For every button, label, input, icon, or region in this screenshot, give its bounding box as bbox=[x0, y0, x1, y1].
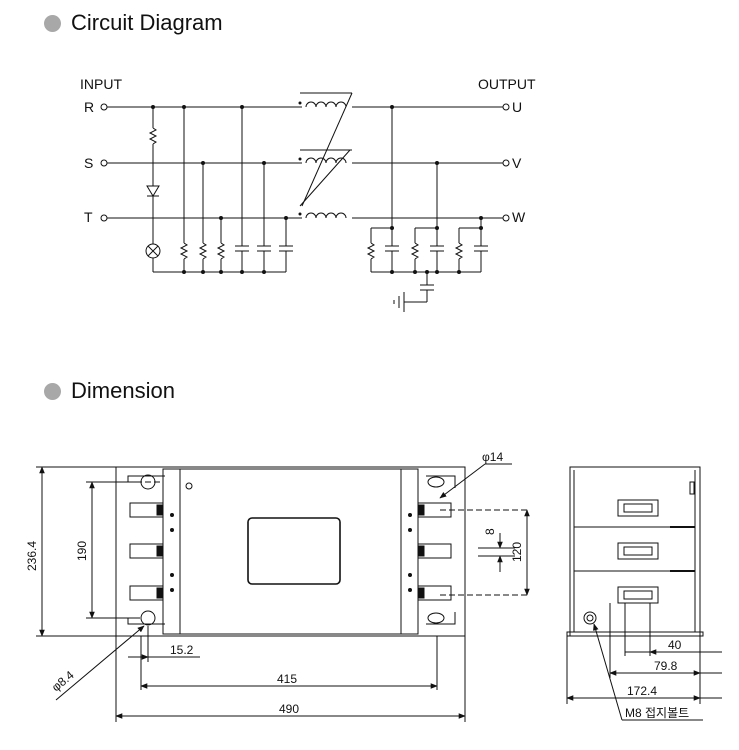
circuit-diagram: INPUT OUTPUT R S T U V W bbox=[80, 76, 536, 312]
dim-hole-offset: 15.2 bbox=[170, 643, 194, 657]
output-terminal-studs bbox=[417, 502, 452, 601]
input-terminal-r-label: R bbox=[84, 99, 94, 115]
output-terminal-u-label: U bbox=[512, 99, 522, 115]
front-view bbox=[36, 463, 530, 722]
mounting-hole-icon bbox=[140, 610, 156, 626]
side-body bbox=[569, 466, 701, 637]
terminal-u-icon bbox=[502, 103, 510, 111]
ground-bolt-label: M8 접지볼트 bbox=[625, 706, 689, 720]
input-terminal-block bbox=[162, 468, 181, 635]
input-resistor-bank bbox=[179, 107, 226, 272]
base-plate bbox=[115, 466, 466, 637]
input-terminal-studs bbox=[129, 502, 164, 601]
dim-hole-diameter: φ8.4 bbox=[49, 668, 77, 695]
side-terminal-icon bbox=[617, 499, 659, 517]
ground-bolt-icon bbox=[583, 611, 597, 625]
output-terminal-v-label: V bbox=[512, 155, 522, 171]
circuit-section-header: Circuit Diagram bbox=[44, 10, 223, 36]
input-capacitor-bank bbox=[235, 107, 293, 272]
dim-terminal-diameter: φ14 bbox=[482, 450, 503, 464]
dim-terminal-thread: 8 bbox=[483, 528, 497, 535]
dimension-section-title: Dimension bbox=[71, 378, 175, 403]
filter-body bbox=[179, 468, 402, 635]
output-terminal-block bbox=[400, 468, 419, 635]
terminal-w-icon bbox=[502, 214, 510, 222]
side-terminal-icon bbox=[617, 542, 659, 560]
choke-coil-icon bbox=[298, 92, 353, 219]
diode-icon bbox=[146, 185, 160, 197]
dim-overall-height: 236.4 bbox=[25, 541, 39, 571]
dimension-section-header: Dimension bbox=[44, 378, 175, 404]
side-view bbox=[566, 466, 722, 721]
input-terminal-t-label: T bbox=[84, 209, 93, 225]
label-plate bbox=[247, 517, 341, 585]
screw-icon bbox=[185, 482, 193, 490]
terminal-v-icon bbox=[502, 159, 510, 167]
dim-overall-width: 490 bbox=[279, 702, 299, 716]
terminal-t-icon bbox=[100, 214, 108, 222]
input-terminal-s-label: S bbox=[84, 155, 93, 171]
side-terminal-icon bbox=[617, 586, 659, 604]
ground-icon bbox=[393, 292, 405, 312]
bullet-icon bbox=[44, 382, 61, 400]
circuit-section-title: Circuit Diagram bbox=[71, 10, 223, 35]
terminal-s-icon bbox=[100, 159, 108, 167]
dim-side-79-8: 79.8 bbox=[654, 659, 678, 673]
output-terminal-w-label: W bbox=[512, 209, 526, 225]
dim-hole-pitch-horizontal: 415 bbox=[277, 672, 297, 686]
dim-terminal-pitch: 120 bbox=[510, 542, 524, 562]
indicator-branch bbox=[145, 107, 161, 272]
bullet-icon bbox=[44, 14, 61, 32]
dim-side-172-4: 172.4 bbox=[627, 684, 657, 698]
dim-hole-pitch-vertical: 190 bbox=[75, 541, 89, 561]
terminal-r-icon bbox=[100, 103, 108, 111]
dim-side-40: 40 bbox=[668, 638, 682, 652]
output-filter-bank bbox=[366, 107, 488, 303]
input-label: INPUT bbox=[80, 76, 122, 92]
output-label: OUTPUT bbox=[478, 76, 536, 92]
